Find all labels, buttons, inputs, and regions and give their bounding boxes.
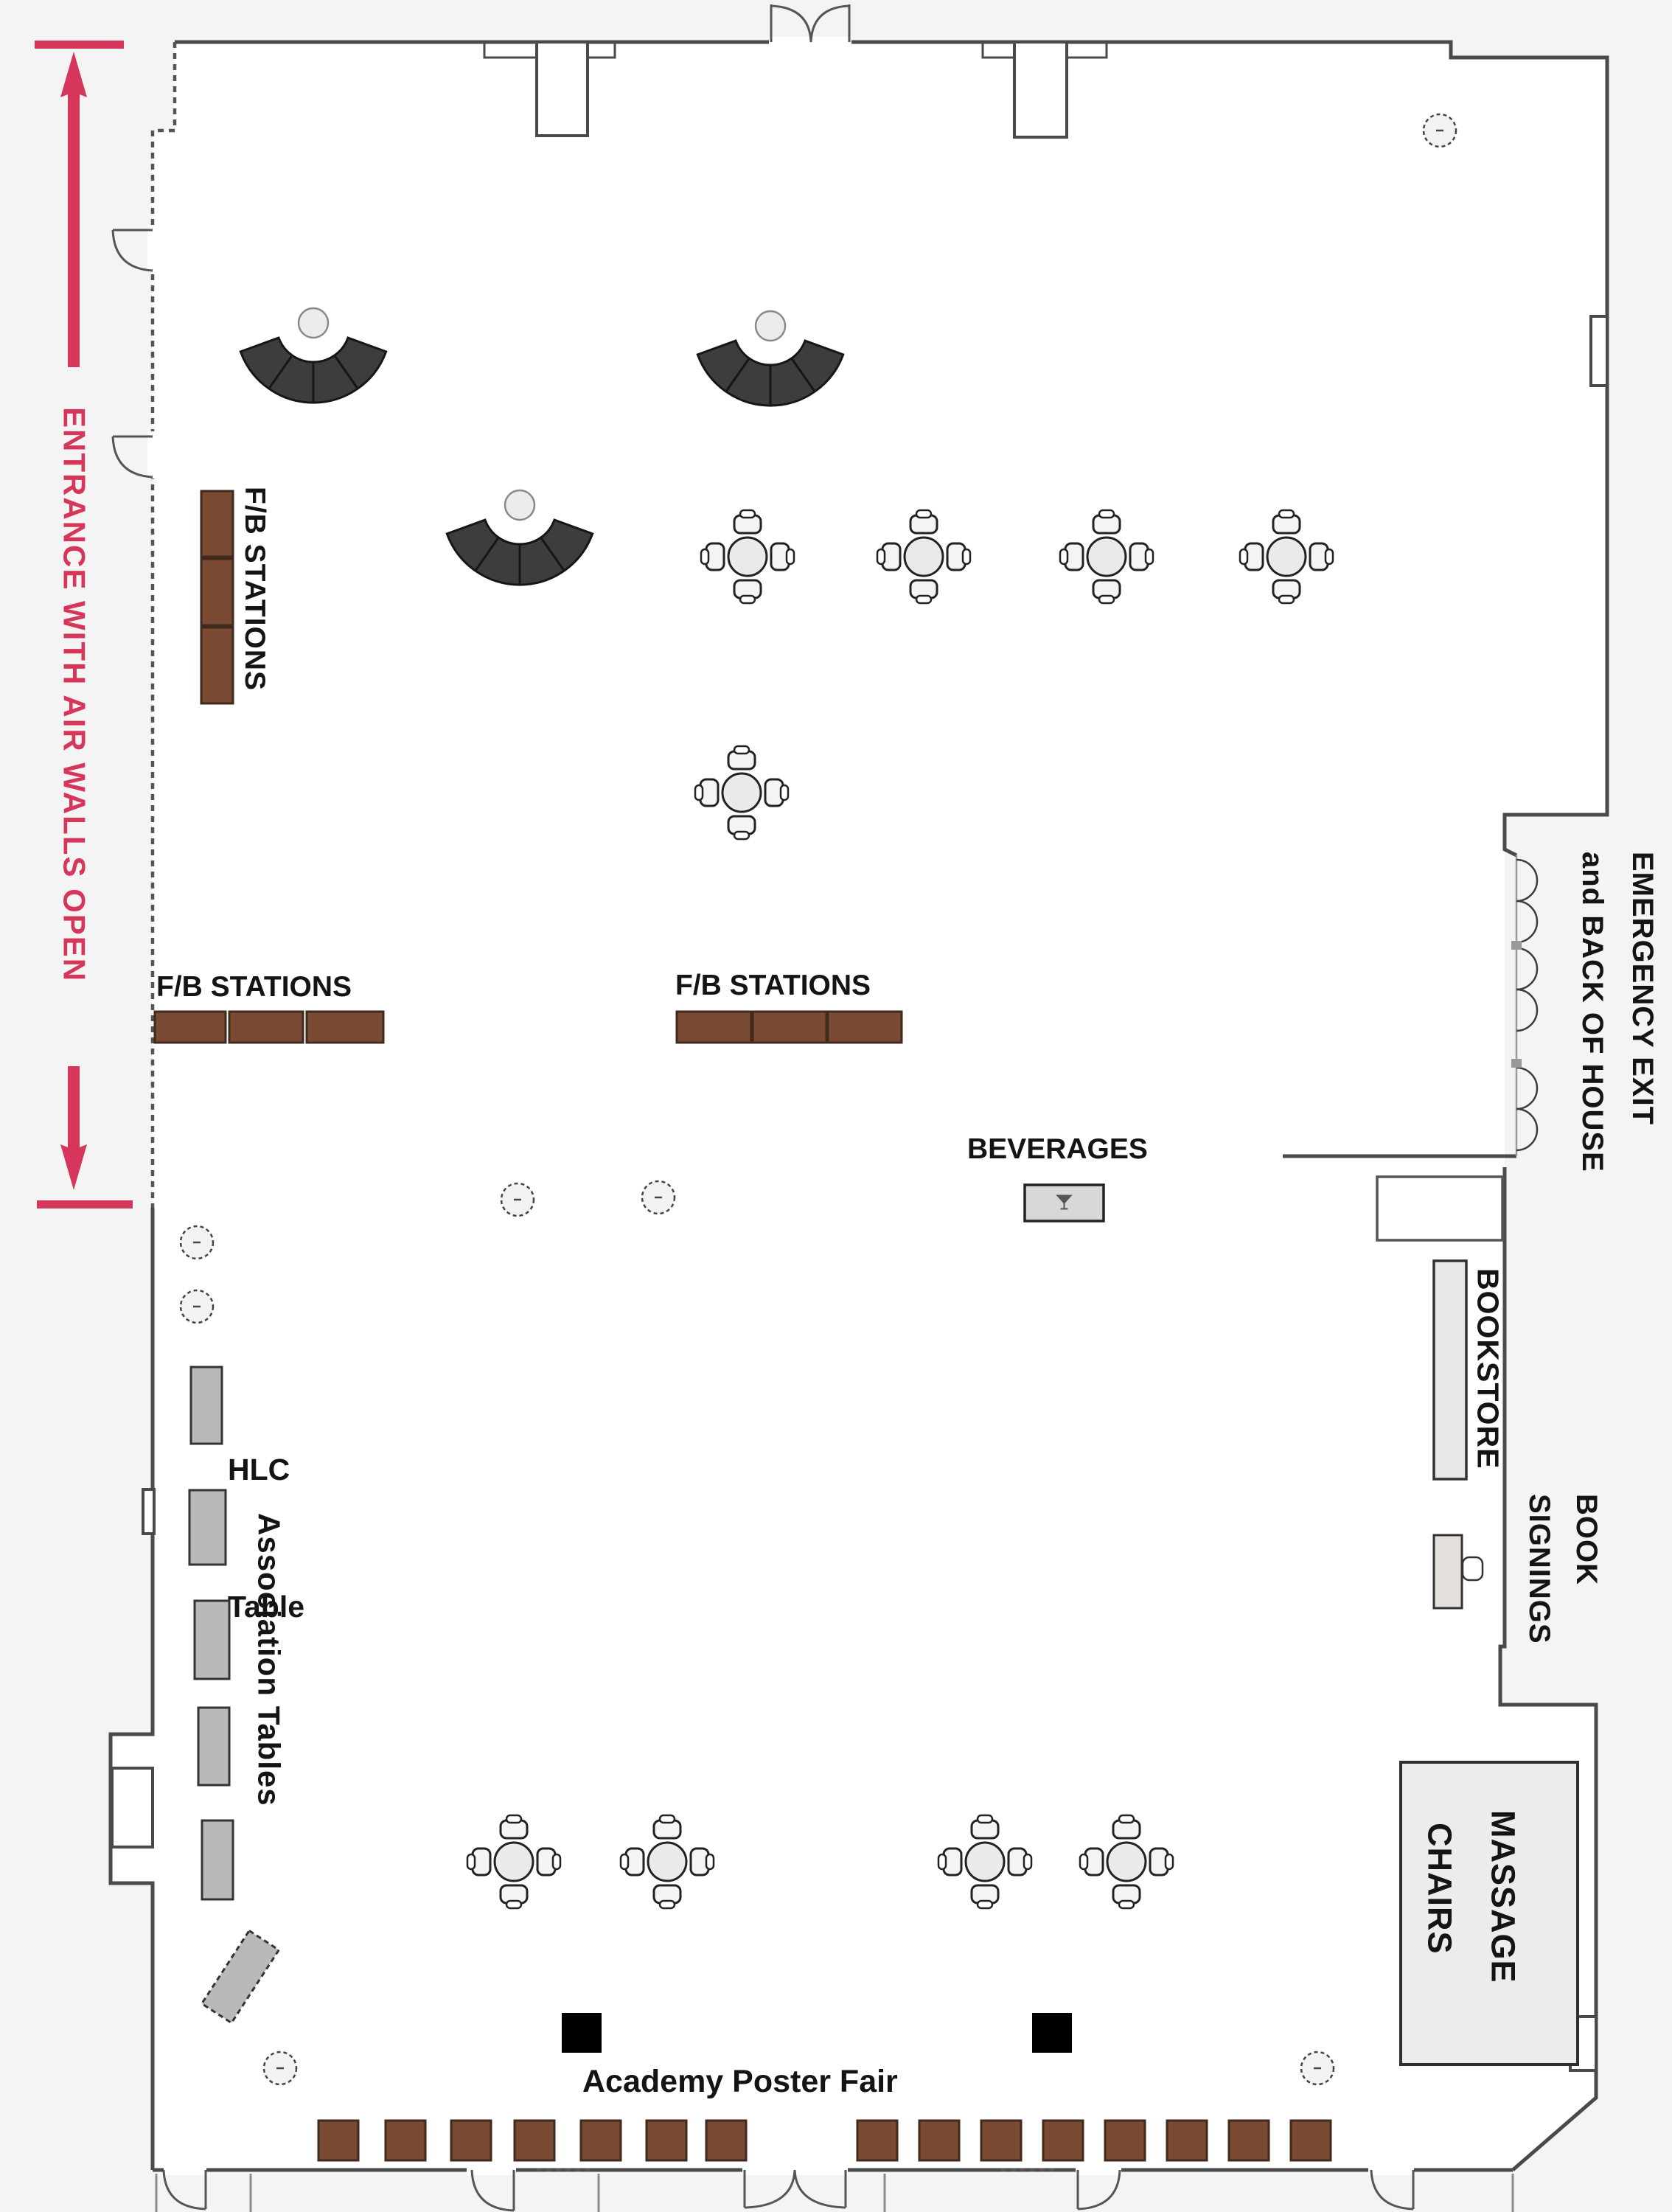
- table-with-chairs: [876, 509, 972, 605]
- bookstore-label: BOOKSTORE: [1471, 1268, 1505, 1470]
- poster-board: [450, 2119, 492, 2162]
- fb-station-box: [751, 1010, 828, 1044]
- fb-stations-left-label: F/B STATIONS: [156, 971, 352, 1003]
- fb-station-box: [200, 490, 234, 558]
- table-with-chairs: [466, 1814, 562, 1910]
- table-with-chairs: [694, 745, 790, 841]
- entrance-bracket-top: [35, 41, 124, 49]
- fb-stations-center-label: F/B STATIONS: [675, 970, 871, 1001]
- association-table: [197, 1706, 231, 1787]
- poster-board: [384, 2119, 427, 2162]
- association-table: [201, 1819, 234, 1901]
- entrance-note-label: ENTRANCE WITH AIR WALLS OPEN: [57, 407, 92, 983]
- pillar: [1013, 41, 1068, 139]
- book-signings-label-line2: SIGNINGS: [1523, 1494, 1556, 1644]
- doors: [111, 4, 1514, 2212]
- poster-fair-marker: [562, 2013, 602, 2053]
- table-with-chairs: [1079, 1814, 1174, 1910]
- bottom-jambs: [155, 2174, 1514, 2212]
- furniture-layer: [153, 113, 1579, 2162]
- emergency-exit-label: EMERGENCY EXIT: [1626, 852, 1659, 1126]
- table-with-chairs: [700, 509, 795, 605]
- entrance-arrow-up: [60, 52, 87, 367]
- massage-chairs-label-line2: CHAIRS: [1421, 1823, 1459, 1955]
- entrance-arrow-down: [60, 1066, 87, 1190]
- entrance-bracket-bottom: [37, 1200, 133, 1208]
- beverage-station: [1023, 1183, 1105, 1222]
- poster-board: [918, 2119, 961, 2162]
- poster-board: [513, 2119, 556, 2162]
- left-door: [111, 431, 158, 479]
- association-table: [188, 1489, 227, 1566]
- registration-fan-desk: [239, 307, 388, 404]
- association-tables-label: Association Tables: [251, 1513, 287, 1806]
- wall-top-right: [175, 40, 1609, 858]
- fb-station-box: [200, 557, 234, 627]
- book-signings-label-line1: BOOK: [1570, 1494, 1603, 1585]
- emergency-vestibule: [1283, 855, 1539, 1242]
- table-with-chairs: [937, 1814, 1033, 1910]
- association-table: [193, 1599, 231, 1680]
- hlc-label-line1: HLC: [228, 1453, 290, 1486]
- poster-fair-marker: [1032, 2013, 1072, 2053]
- poster-board: [1104, 2119, 1146, 2162]
- registration-fan-desk: [696, 310, 845, 407]
- table-with-chairs: [1059, 509, 1154, 605]
- top-double-door: [769, 4, 851, 47]
- bottom-doors: [162, 2165, 1415, 2212]
- massage-chairs-label-line1: MASSAGE: [1484, 1810, 1522, 1983]
- fb-stations-column-label: F/B STATIONS: [239, 487, 271, 692]
- fb-station-box: [675, 1010, 753, 1044]
- wall-right-lower: [1498, 1167, 1598, 2171]
- column-marker: [1422, 113, 1457, 148]
- column-marker: [179, 1289, 215, 1324]
- fb-station-box: [826, 1010, 903, 1044]
- poster-board: [1166, 2119, 1208, 2162]
- poster-board: [705, 2119, 748, 2162]
- wall-pillars: [111, 41, 1609, 2072]
- fb-station-box: [228, 1010, 304, 1044]
- poster-board: [1227, 2119, 1270, 2162]
- massage-chairs-area: [1399, 1761, 1579, 2066]
- bookstore-table: [1432, 1259, 1468, 1481]
- hlc-table-label: HLC Table: [228, 1355, 304, 1721]
- table-with-chairs: [619, 1814, 715, 1910]
- column-marker: [500, 1182, 535, 1217]
- column-marker: [641, 1180, 676, 1215]
- pillar: [535, 41, 589, 137]
- association-table: [189, 1366, 223, 1445]
- academy-poster-fair-label: Academy Poster Fair: [582, 2064, 898, 2099]
- fb-station-box: [200, 626, 234, 705]
- hlc-label-line2: Table: [228, 1590, 305, 1624]
- association-table: [200, 1929, 281, 2025]
- table-with-chairs: [1239, 509, 1334, 605]
- registration-fan-desk: [445, 489, 594, 586]
- wall-left-solid: [108, 1208, 155, 2170]
- poster-board: [1289, 2119, 1332, 2162]
- column-marker: [179, 1225, 215, 1260]
- left-door: [111, 225, 158, 272]
- poster-board: [856, 2119, 899, 2162]
- left-wall-tab: [142, 1488, 156, 1535]
- poster-board: [1042, 2119, 1084, 2162]
- back-of-house-stub: [1376, 1175, 1504, 1242]
- left-wall-pillar: [111, 1767, 154, 1848]
- book-signing-chair: [1461, 1556, 1484, 1582]
- back-of-house-label: and BACK OF HOUSE: [1576, 852, 1609, 1172]
- emergency-doors: [1516, 858, 1539, 1152]
- poster-board: [980, 2119, 1023, 2162]
- column-marker: [1300, 2051, 1335, 2086]
- fb-station-box: [305, 1010, 385, 1044]
- wall-recess: [1589, 315, 1609, 387]
- book-signing-table: [1432, 1534, 1463, 1610]
- beverages-label: BEVERAGES: [967, 1133, 1148, 1165]
- poster-board: [645, 2119, 688, 2162]
- column-marker: [262, 2051, 298, 2086]
- fb-station-box: [153, 1010, 227, 1044]
- poster-board: [317, 2119, 360, 2162]
- air-wall-dotted: [150, 42, 177, 1208]
- entrance-annotation: [35, 41, 133, 1208]
- poster-board: [579, 2119, 622, 2162]
